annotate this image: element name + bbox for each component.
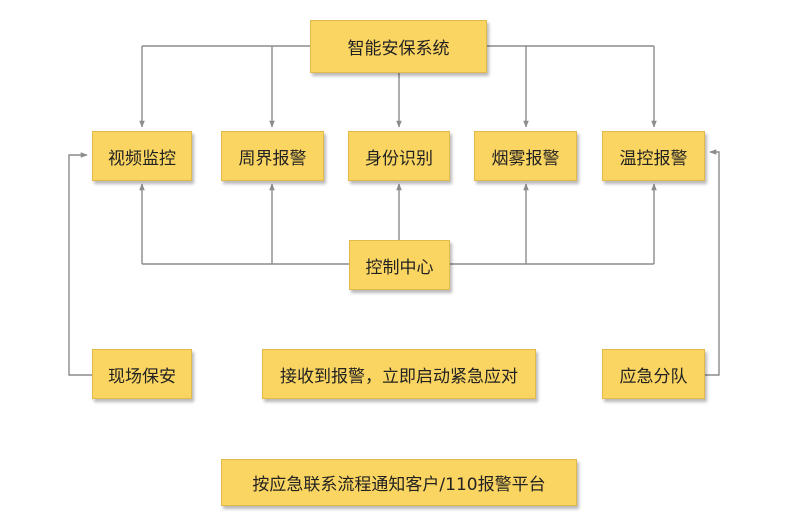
arrow-onsite-security-to-video-surveillance: [68, 152, 92, 376]
node-alarm-response: 接收到报警，立即启动紧急应对: [262, 349, 536, 399]
node-notify-client-110: 按应急联系流程通知客户/110报警平台: [221, 459, 577, 506]
node-identity-recognition: 身份识别: [348, 131, 450, 181]
root-node: 智能安保系统: [310, 20, 487, 73]
node-perimeter-alarm: 周界报警: [221, 131, 324, 181]
node-control-center: 控制中心: [349, 240, 450, 290]
node-video-surveillance: 视频监控: [92, 131, 192, 181]
arrow-emergency-team-to-temperature-alarm: [705, 149, 720, 376]
node-emergency-team: 应急分队: [602, 349, 705, 399]
node-onsite-security: 现场保安: [92, 349, 192, 399]
node-smoke-alarm: 烟雾报警: [474, 131, 577, 181]
node-temperature-alarm: 温控报警: [602, 131, 705, 181]
